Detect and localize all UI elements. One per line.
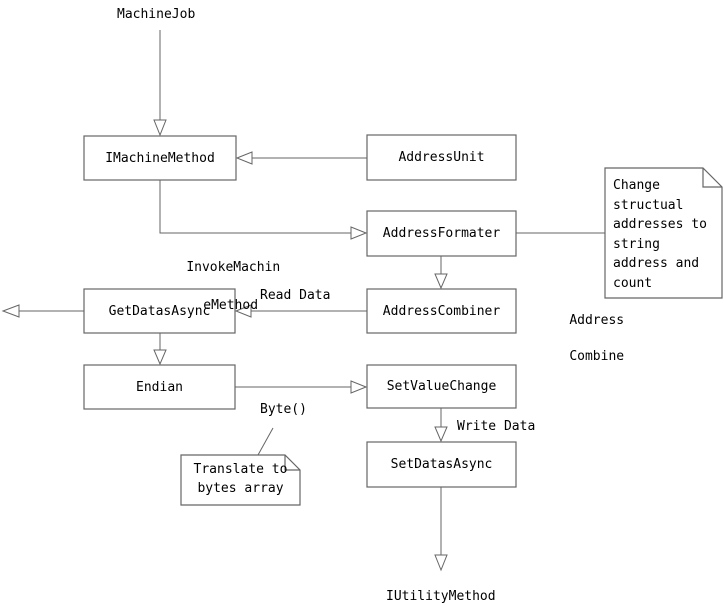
arrowhead-down-iutilitymethod (434, 554, 448, 572)
edge-label-address-combine: Address Combine (538, 294, 624, 384)
edge-label-invoke-line2: eMethod (203, 298, 259, 313)
arrowhead-down-endian (153, 349, 167, 366)
note-translate-bytes: Translate to bytes array (181, 460, 300, 498)
node-label-setdatasasync: SetDatasAsync (390, 457, 493, 472)
node-box-addressunit (366, 134, 517, 181)
node-box-imachinemethod (83, 135, 237, 181)
arrowhead-left-getdatasasync (234, 304, 252, 318)
arrowhead-down-addresscombiner (434, 273, 448, 290)
arrowhead-right-setvaluechange (350, 380, 368, 394)
arrowhead-down-setdatasasync (434, 426, 448, 443)
node-box-endian (83, 364, 236, 410)
node-label-imachinemethod: IMachineMethod (105, 150, 215, 166)
note2-line: bytes array (197, 481, 284, 496)
note1-line: count (613, 275, 653, 291)
note-change-addresses: Change structual addresses to string add… (613, 176, 719, 293)
edge-label-address-line2: Combine (569, 349, 625, 364)
node-box-addresscombiner (366, 288, 517, 334)
node-box-getdatasasync (83, 288, 236, 334)
arrowhead-left-imachinemethod (235, 151, 253, 165)
edge-label-read-data: Read Data (260, 288, 331, 303)
node-box-setdatasasync (366, 441, 517, 488)
node-label-endian: Endian (136, 379, 183, 395)
edge-label-invokemachinemethod: InvokeMachin eMethod (155, 239, 280, 334)
node-label-addressunit: AddressUnit (398, 150, 485, 165)
edge-imachinemethod-addressformater (159, 180, 351, 234)
node-box-addressformater (366, 210, 517, 257)
edge-label-invoke-line1: InvokeMachin (186, 260, 281, 275)
arrowhead-down-imachinemethod (153, 119, 167, 137)
title-iutilitymethod: IUtilityMethod (386, 589, 496, 604)
note1-line: address and (613, 256, 700, 271)
note1-line: addresses to (613, 217, 707, 232)
node-label-getdatasasync: GetDatasAsync (108, 303, 211, 319)
arrowhead-left-edge (1, 304, 20, 318)
note1-line: string (613, 236, 660, 252)
edge-label-address-line1: Address (569, 313, 625, 328)
note2-line: Translate to (193, 462, 288, 477)
note-shape-translate-bytes (180, 454, 301, 506)
arrowhead-right-addressformater (350, 226, 368, 240)
note-fold-change-addresses (702, 168, 722, 188)
note1-line: Change (613, 178, 660, 193)
note-shape-change-addresses (604, 167, 723, 299)
node-label-addresscombiner: AddressCombiner (382, 303, 501, 319)
edge-label-byte: Byte() (260, 402, 307, 417)
note-fold-translate-bytes (284, 455, 300, 471)
node-box-setvaluechange (366, 364, 517, 409)
node-label-addressformater: AddressFormater (382, 226, 501, 241)
note1-line: structual (613, 197, 684, 213)
node-label-setvaluechange: SetValueChange (386, 379, 497, 394)
title-machinejob: MachineJob (117, 7, 196, 22)
edge-note-byte (257, 427, 274, 456)
edge-label-write-data: Write Data (457, 419, 536, 434)
